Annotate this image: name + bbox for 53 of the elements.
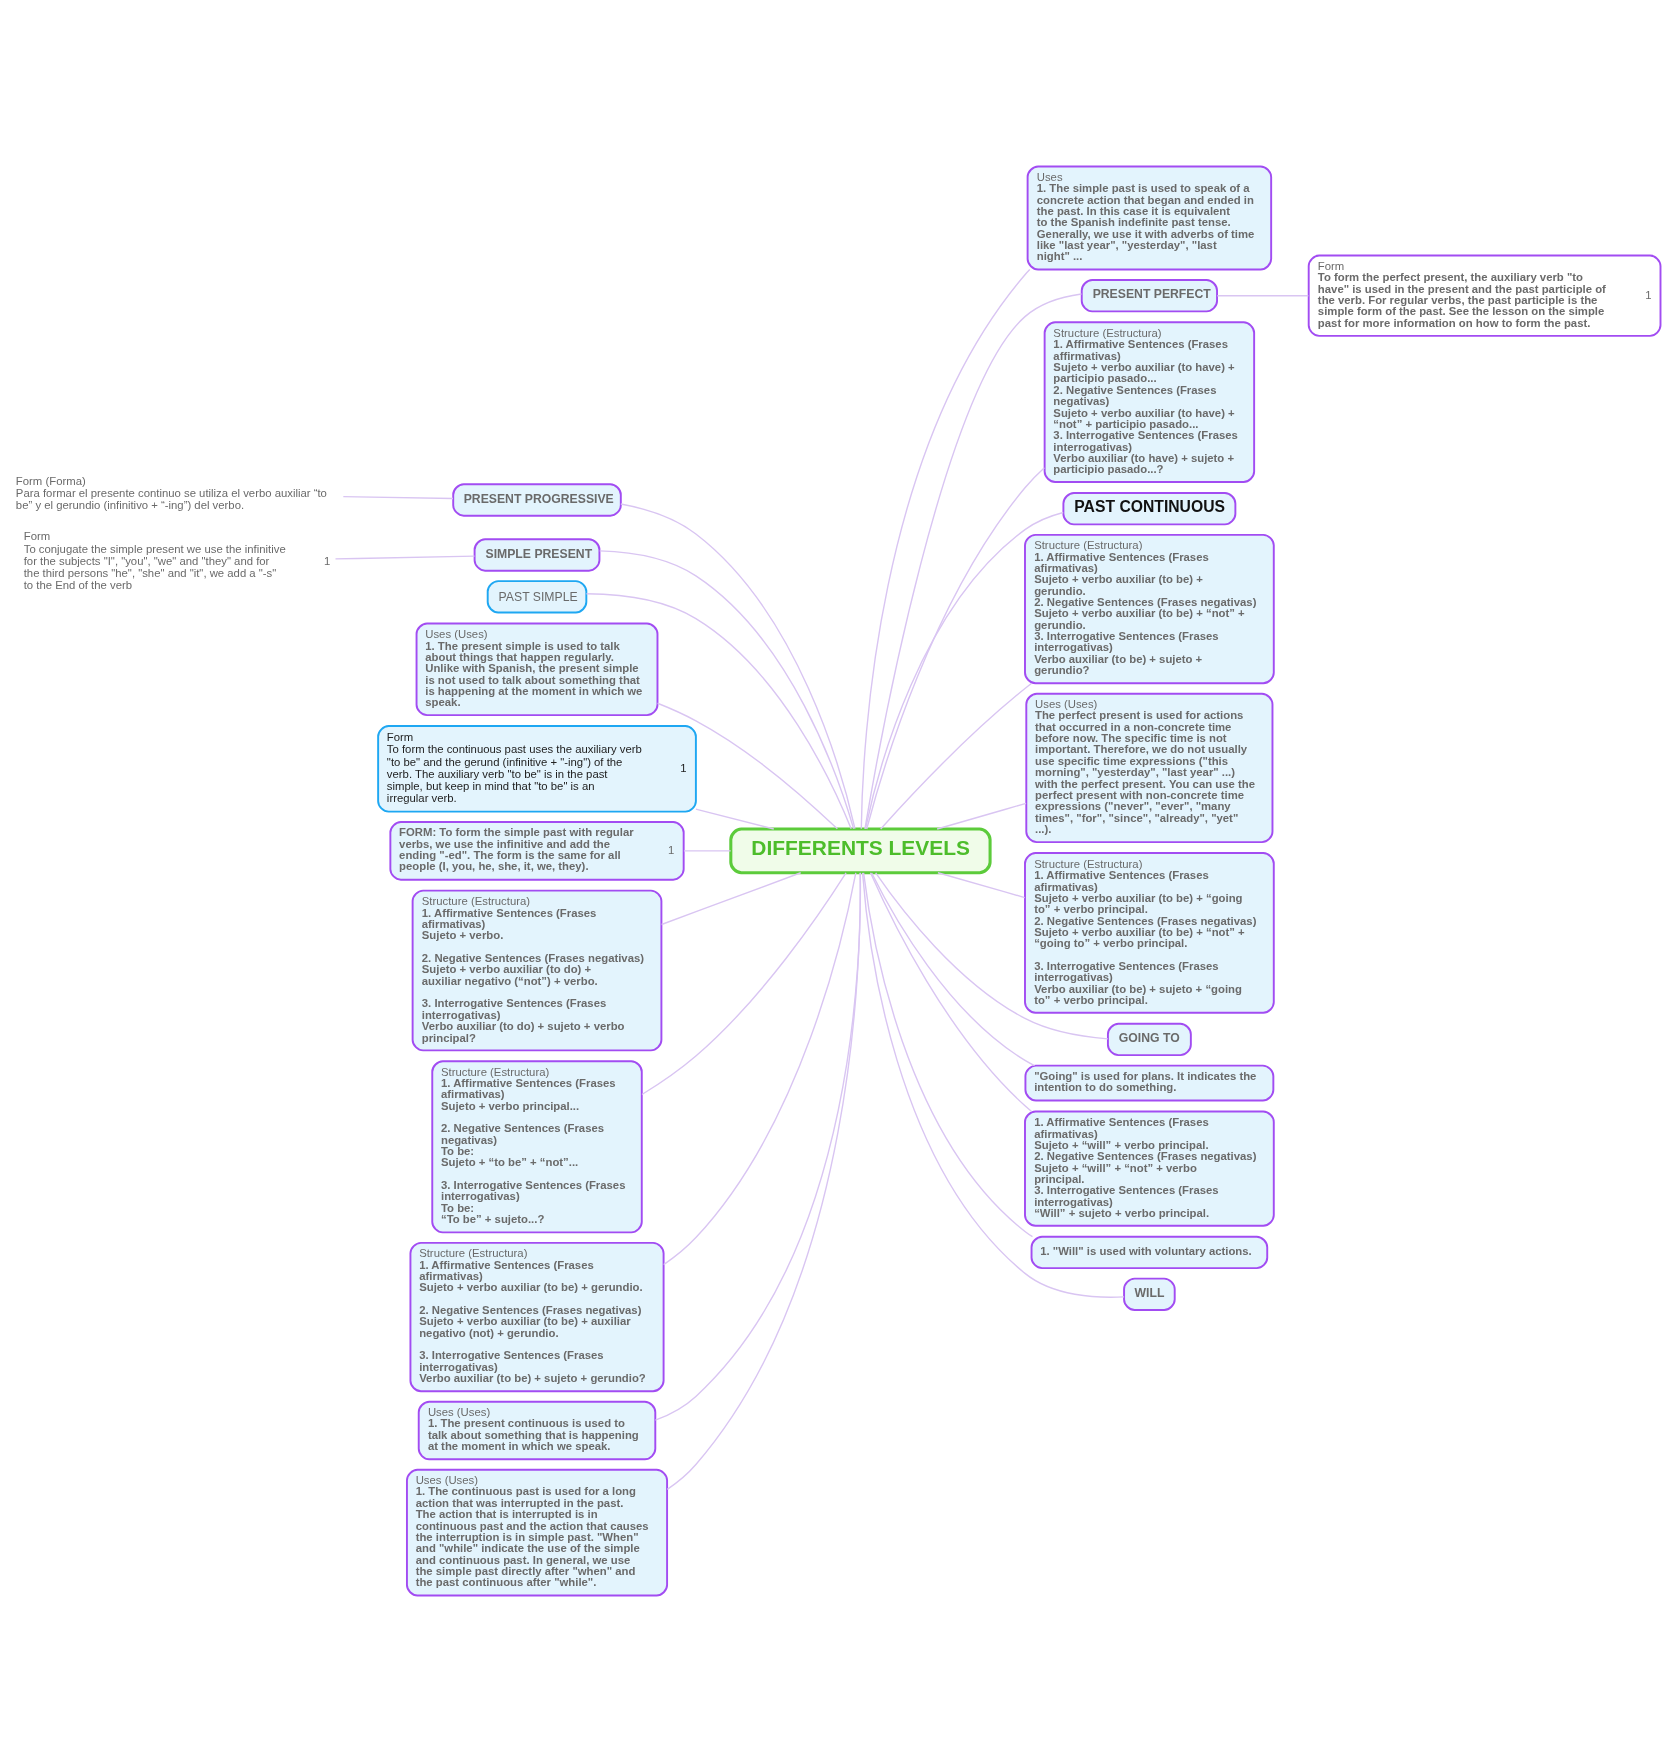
- node-box: Structure (Estructura) 1. Affirmative Sentences (Frases afirmativas) Sujeto + verbo auxiliar (to be) + gerundio. 2. Negative Sentences (Frases negativas) Sujeto + verbo auxiliar (to be) + auxiliar negativo (not) + gerundio. 3. Interrogative Sentences (Frases interrogativas) Verbo auxiliar (to be) + sujeto + gerundio?: [409, 1241, 665, 1393]
- connector: [869, 872, 1033, 1112]
- node-box: SIMPLE PRESENT: [473, 538, 601, 572]
- connector: [656, 702, 839, 830]
- connector: [862, 872, 1034, 1238]
- connector: [683, 850, 732, 852]
- node-box: 1. Affirmative Sentences (Frases afirmativas) Sujeto + “will” + verbo principal. 2. Negative Sentences (Frases negativas) Sujeto + “will” + “not” + verbo principal. 3. Interrogative Sentences (Frases interrogativas) “Will” + sujeto + verbo principal.: [1024, 1110, 1275, 1227]
- node-box: Structure (Estructura) 1. Affirmative Sentences (Frases afirmativas) Sujeto + verbo auxiliar (to be) + “going to” + verbo principal. 2. Negative Sentences (Frases negativas) Sujeto + verbo auxiliar (to be) + “not” + “going to” + verbo principal. 3. Interrogative Sentences (Frases interrogativas) Verbo auxiliar (to be) + sujeto + “going to” + verbo principal.: [1024, 852, 1275, 1014]
- node-box: Uses (Uses) 1. The present simple is used to talk about things that happen regularly. Unlike with Spanish, the present simple is not used to talk about something that is happening at the moment in which we speak.: [415, 622, 659, 717]
- connector: [598, 550, 855, 830]
- node-box: Uses (Uses) The perfect present is used for actions that occurred in a non-concrete time before now. The specific time is not important. Therefore, we do not usually use specific time expressions ("this morning", "yesterday", "last year" ...) with the perfect present. You can use the perfect present with non-concrete time expressions ("never", "ever", "many times", "for", "since", "already", "yet" ...).: [1025, 692, 1274, 844]
- node-box: Structure (Estructura) 1. Affirmative Sentences (Frases afirmativas) Sujeto + verbo. 2. Negative Sentences (Frases negativas) Sujeto + verbo auxiliar (to do) + auxiliar negativo (“not”) + verbo. 3. Interrogative Sentences (Frases interrogativas) Verbo auxiliar (to do) + sujeto + verbo principal?: [411, 889, 663, 1052]
- node-box: FORM: To form the simple past with regular verbs, we use the infinitive and add the ending "-ed". The form is the same for all people (I, you, he, she, it, we, they). 1: [389, 821, 685, 881]
- node-box: GOING TO: [1106, 1022, 1192, 1057]
- connector: [342, 495, 454, 500]
- connector: [666, 872, 861, 1491]
- connector: [860, 268, 1031, 830]
- connector: [663, 872, 857, 1266]
- node-box: WILL: [1123, 1277, 1176, 1311]
- node-box: Uses 1. The simple past is used to speak of a concrete action that began and ended in the past. In this case it is equivalent to the Spanish indefinite past tense. Generally, we use it with adverbs of time like "last year", "yesterday", "last night" ...: [1026, 165, 1273, 271]
- node-box: Structure (Estructura) 1. Affirmative Sentences (Frases affirmativas) Sujeto + verbo auxiliar (to have) + participio pasado... 2. Negative Sentences (Frases negativas) Sujeto + verbo auxiliar (to have) + “not” + participio pasado... 3. Interrogative Sentences (Frases interrogativas) Verbo auxiliar (to have) + sujeto + participio pasado...?: [1043, 321, 1256, 483]
- connector: [1216, 295, 1310, 297]
- node-box: Uses (Uses) 1. The continuous past is used for a long action that was interrupted in the past. The action that is interrupted is in continuous past and the action that causes the interruption is in simple past. "When" and "while" indicate the use of the simple and continuous past. In general, we use the simple past directly after "when" and the past continuous after "while".: [406, 1468, 669, 1597]
- node-box: PRESENT PROGRESSIVE: [452, 483, 622, 517]
- node-box: Structure (Estructura) 1. Affirmative Sentences (Frases afirmativas) Sujeto + verbo auxiliar (to be) + gerundio. 2. Negative Sentences (Frases negativas) Sujeto + verbo auxiliar (to be) + “not” + gerundio. 3. Interrogative Sentences (Frases interrogativas) Verbo auxiliar (to be) + sujeto + gerundio?: [1024, 533, 1275, 685]
- node-box: Uses (Uses) 1. The present continuous is used to talk about something that is happening at the moment in which we speak.: [417, 1400, 657, 1461]
- connector: [654, 872, 862, 1421]
- connector: [864, 293, 1083, 830]
- connector: [660, 872, 802, 926]
- node-box: DIFFERENTS LEVELS: [729, 827, 992, 875]
- connector: [936, 802, 1027, 830]
- connector: [866, 467, 1046, 830]
- connector: [864, 511, 1064, 830]
- node-box: PAST CONTINUOUS: [1062, 492, 1237, 526]
- connector: [937, 872, 1026, 899]
- node-box: PRESENT PERFECT: [1080, 279, 1218, 313]
- node-box: Form To form the continuous past uses the auxiliary verb "to be" and the gerund (infinitive + "-ing") of the verb. The auxiliary verb "to be" is in the past simple, but keep in mind that "to be" is an irregular verb. 1: [377, 725, 697, 813]
- node-box: "Going" is used for plans. It indicates the intention to do something.: [1024, 1064, 1275, 1102]
- connector: [334, 555, 476, 560]
- connector: [875, 872, 1109, 1040]
- connector: [870, 872, 1036, 1067]
- connector: [695, 808, 775, 830]
- node-text: Form To conjugate the simple present we use the infinitive for the subjects "I", "you", "we" and "they" and for the third persons "he", "she" and "it", we add a "-s" to the End of the verb 1: [23, 530, 331, 592]
- node-box: Structure (Estructura) 1. Affirmative Sentences (Frases afirmativas) Sujeto + verbo principal... 2. Negative Sentences (Frases negativas) To be: Sujeto + “to be” + “not”... 3. Interrogative Sentences (Frases interrogativas) To be: “To be” + sujeto...?: [431, 1060, 643, 1234]
- connector: [585, 593, 852, 830]
- node-box: PAST SIMPLE: [486, 580, 588, 614]
- node-text: Form (Forma) Para formar el presente continuo se utiliza el verbo auxiliar “to be” y el gerundio (infinitivo + “-ing”) del verbo.: [15, 474, 327, 512]
- node-box: Form To form the perfect present, the auxiliary verb "to have" is used in the present and the past participle of the verb. For regular verbs, the past participle is the simple form of the past. See the lesson on the simple past for more information on how to form the past. 1: [1307, 254, 1662, 337]
- connector: [861, 872, 1125, 1298]
- connector: [880, 682, 1033, 830]
- connector: [620, 503, 856, 830]
- connector: [641, 872, 847, 1096]
- node-box: 1. "Will" is used with voluntary actions.: [1030, 1235, 1269, 1270]
